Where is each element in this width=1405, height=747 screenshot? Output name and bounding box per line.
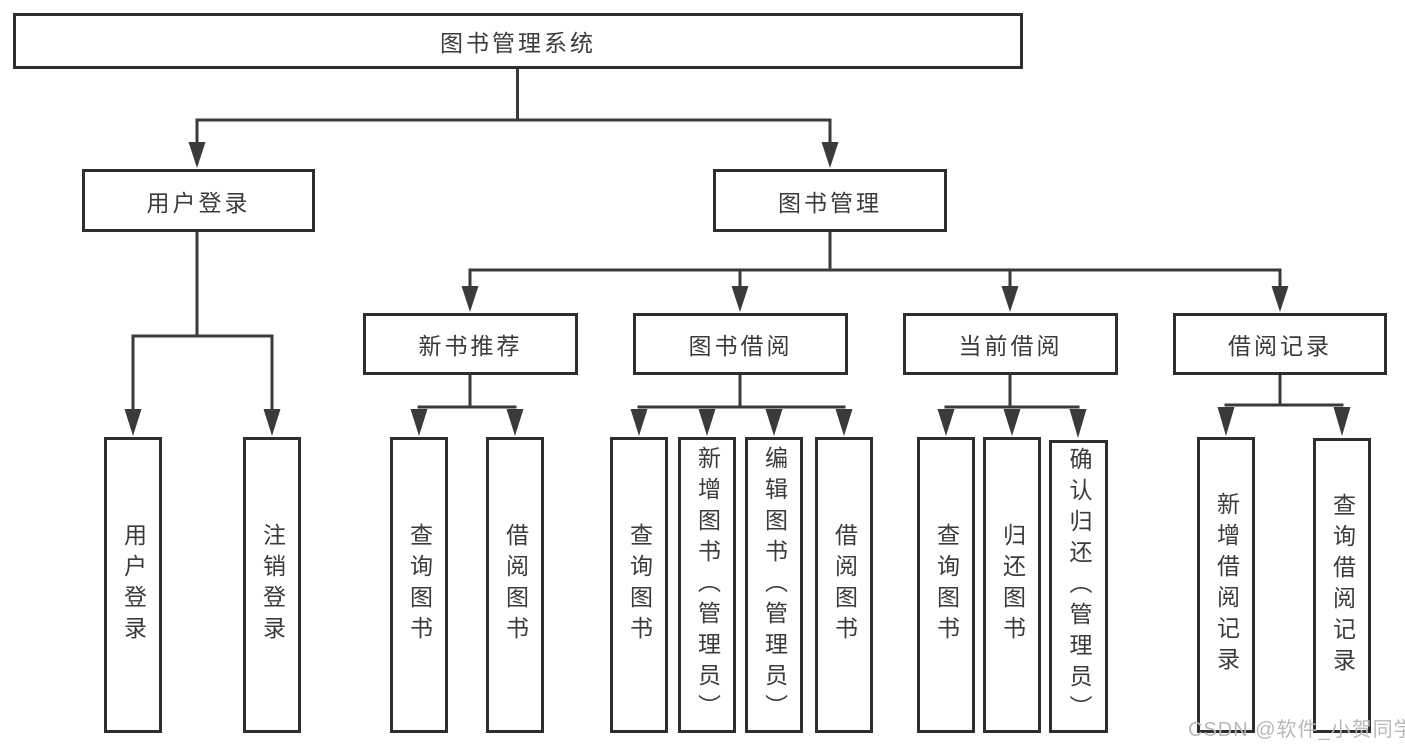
node-query-books-current: 查询图书: [917, 437, 975, 733]
node-new-book-recommend: 新书推荐: [363, 313, 578, 375]
node-user-login-action: 用户登录: [104, 437, 162, 733]
node-root-label: 图书管理系统: [440, 30, 596, 56]
node-query-books-recommend: 查询图书: [390, 437, 448, 733]
node-confirm-return-admin: 确认归还（管理员）: [1049, 440, 1108, 733]
node-confirm-return-admin-label: 确认归还（管理员）: [1066, 447, 1092, 726]
node-edit-books-admin: 编辑图书（管理员）: [745, 437, 803, 733]
node-add-books-admin: 新增图书（管理员）: [678, 437, 736, 733]
node-current-borrowing: 当前借阅: [903, 313, 1118, 375]
node-return-books: 归还图书: [983, 437, 1041, 733]
node-book-borrowing-label: 图书借阅: [688, 333, 793, 359]
watermark: CSDN @软件_小贺同学: [1188, 719, 1405, 741]
node-query-borrow-record-label: 查询借阅记录: [1329, 492, 1356, 679]
node-borrow-books-action: 借阅图书: [815, 437, 873, 733]
node-add-borrow-record: 新增借阅记录: [1197, 437, 1255, 733]
node-query-books-current-label: 查询图书: [933, 523, 960, 647]
node-new-book-recommend-label: 新书推荐: [418, 333, 523, 359]
node-borrowing-records-label: 借阅记录: [1228, 333, 1332, 359]
node-book-management: 图书管理: [713, 169, 947, 232]
node-borrow-books-recommend: 借阅图书: [486, 437, 544, 733]
node-user-login-action-label: 用户登录: [120, 523, 147, 647]
node-borrowing-records: 借阅记录: [1173, 313, 1387, 375]
node-return-books-label: 归还图书: [999, 523, 1026, 647]
node-edit-books-admin-label: 编辑图书（管理员）: [761, 445, 788, 725]
node-add-books-admin-label: 新增图书（管理员）: [694, 445, 721, 725]
node-current-borrowing-label: 当前借阅: [958, 333, 1063, 359]
node-query-books-borrowing: 查询图书: [610, 437, 668, 733]
node-logout-action-label: 注销登录: [259, 523, 286, 647]
node-borrow-books-action-label: 借阅图书: [831, 523, 858, 647]
node-user-login: 用户登录: [82, 169, 315, 232]
arrowheads: [124, 142, 1351, 438]
node-root: 图书管理系统: [13, 13, 1023, 69]
node-borrow-books-recommend-label: 借阅图书: [502, 523, 529, 647]
node-query-borrow-record: 查询借阅记录: [1313, 438, 1371, 733]
node-book-borrowing: 图书借阅: [633, 313, 848, 375]
node-add-borrow-record-label: 新增借阅记录: [1213, 492, 1240, 678]
node-query-books-recommend-label: 查询图书: [406, 523, 433, 647]
node-logout-action: 注销登录: [243, 437, 301, 733]
node-book-management-label: 图书管理: [778, 189, 882, 216]
node-query-books-borrowing-label: 查询图书: [626, 523, 653, 647]
node-user-login-label: 用户登录: [146, 189, 251, 216]
